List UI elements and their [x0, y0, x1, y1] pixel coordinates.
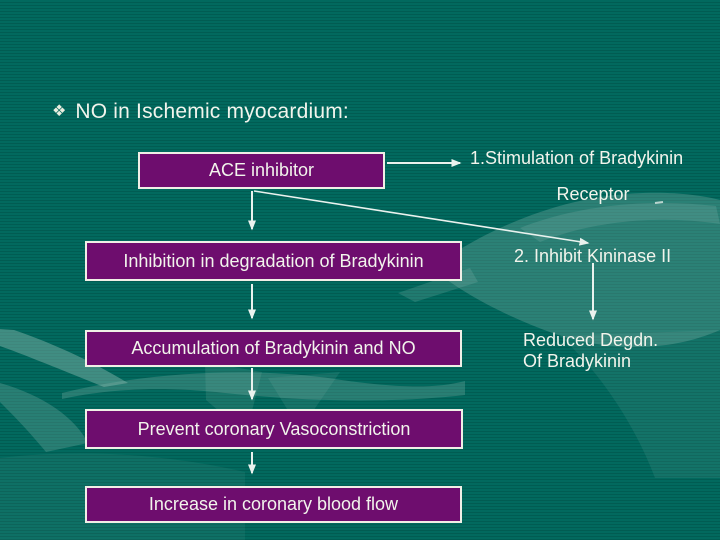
note-line: Reduced Degdn.: [523, 330, 659, 350]
diamond-bullet-icon: ❖: [52, 103, 67, 120]
flow-box-inhibition-degradation: Inhibition in degradation of Bradykinin: [85, 241, 462, 281]
flow-box-label: ACE inhibitor: [208, 160, 315, 180]
flow-box-label: Accumulation of Bradykinin and NO: [131, 338, 416, 358]
flow-box-label: Prevent coronary Vasoconstriction: [137, 418, 411, 439]
note-reduced-degradation: Reduced Degdn. Of Bradykinin: [523, 330, 658, 372]
note-inhibit-kininase: 2. Inhibit Kininase II: [514, 246, 672, 266]
note-stimulation-bradykinin-receptor: 1.Stimulation of Bradykinin Receptor: [470, 148, 716, 205]
note-line: Receptor: [556, 184, 630, 204]
flow-box-prevent-vasoconstriction: Prevent coronary Vasoconstriction: [85, 409, 463, 449]
flow-box-label: Increase in coronary blood flow: [148, 494, 399, 514]
flow-box-increase-blood-flow: Increase in coronary blood flow: [85, 486, 462, 523]
slide-title: NO in Ischemic myocardium:: [75, 100, 349, 123]
note-line: Of Bradykinin: [523, 351, 632, 371]
flow-box-ace-inhibitor: ACE inhibitor: [138, 152, 385, 189]
flow-box-accumulation: Accumulation of Bradykinin and NO: [85, 330, 462, 367]
flow-box-label: Inhibition in degradation of Bradykinin: [123, 250, 424, 271]
note-line: 1.Stimulation of Bradykinin: [470, 148, 684, 168]
slide-title-row: ❖ NO in Ischemic myocardium:: [52, 100, 349, 124]
